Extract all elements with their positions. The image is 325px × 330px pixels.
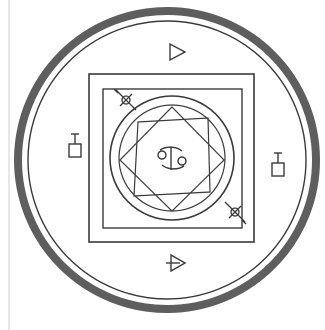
triangle-icon xyxy=(170,44,185,60)
cancer-crab-sigil-icon xyxy=(158,147,186,170)
retort-icon xyxy=(272,153,284,176)
center-outer-circle xyxy=(110,96,234,220)
crossed-circle-sigil-icon xyxy=(225,202,246,224)
inner-square xyxy=(103,89,242,228)
retort-icon xyxy=(69,134,81,157)
crossed-circle-sigil-icon xyxy=(114,89,136,110)
outer-ring xyxy=(18,11,316,309)
crossed-triangle-icon xyxy=(166,255,185,271)
inner-ring xyxy=(28,21,306,299)
